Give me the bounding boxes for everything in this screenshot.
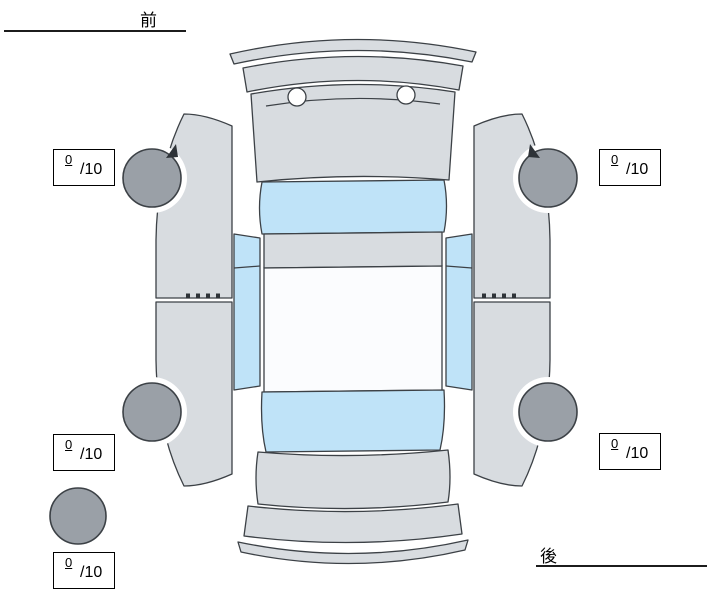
front-bumper-trim [229,38,477,65]
hood [250,83,456,183]
front-underline [4,30,186,32]
tread-score-rear-right[interactable]: 0 /10 [599,433,661,470]
b-pillar-right [445,265,473,269]
spare-tire [49,487,107,545]
washer-nozzle-left [287,87,307,107]
b-pillar-left [233,265,261,269]
rear-bumper [243,503,463,544]
trunk-lid [255,449,451,510]
score-denominator: /10 [626,161,649,178]
score-denominator: /10 [80,161,103,178]
roof-front-panel [263,231,443,269]
score-denominator: /10 [80,564,103,581]
mirror-left-icon [166,144,178,158]
tread-score-rear-left[interactable]: 0 /10 [53,434,115,471]
tire-front-right [518,148,578,208]
rear-underline [536,565,707,567]
score-denominator: /10 [80,446,103,463]
tire-rear-right [518,382,578,442]
tire-rear-left [122,382,182,442]
front-bumper [242,55,464,93]
score-numerator: 0 [65,437,73,452]
rear-label: 後 [540,547,557,566]
tread-score-spare[interactable]: 0 /10 [53,552,115,589]
score-numerator: 0 [65,152,73,167]
rear-bumper-trim [237,539,469,565]
rear-window [260,389,446,453]
cowl-line [265,97,441,107]
tire-front-left [122,148,182,208]
windshield [258,179,448,235]
front-label: 前 [140,11,157,30]
side-window-left [233,233,261,391]
washer-nozzle-right [396,85,416,105]
roof-panel [263,265,443,393]
tread-score-front-right[interactable]: 0 /10 [599,149,661,186]
tread-score-front-left[interactable]: 0 /10 [53,149,115,186]
score-numerator: 0 [65,555,73,570]
score-numerator: 0 [611,436,619,451]
side-window-right [445,233,473,391]
score-denominator: /10 [626,445,649,462]
mirror-right-icon [528,144,540,158]
score-numerator: 0 [611,152,619,167]
